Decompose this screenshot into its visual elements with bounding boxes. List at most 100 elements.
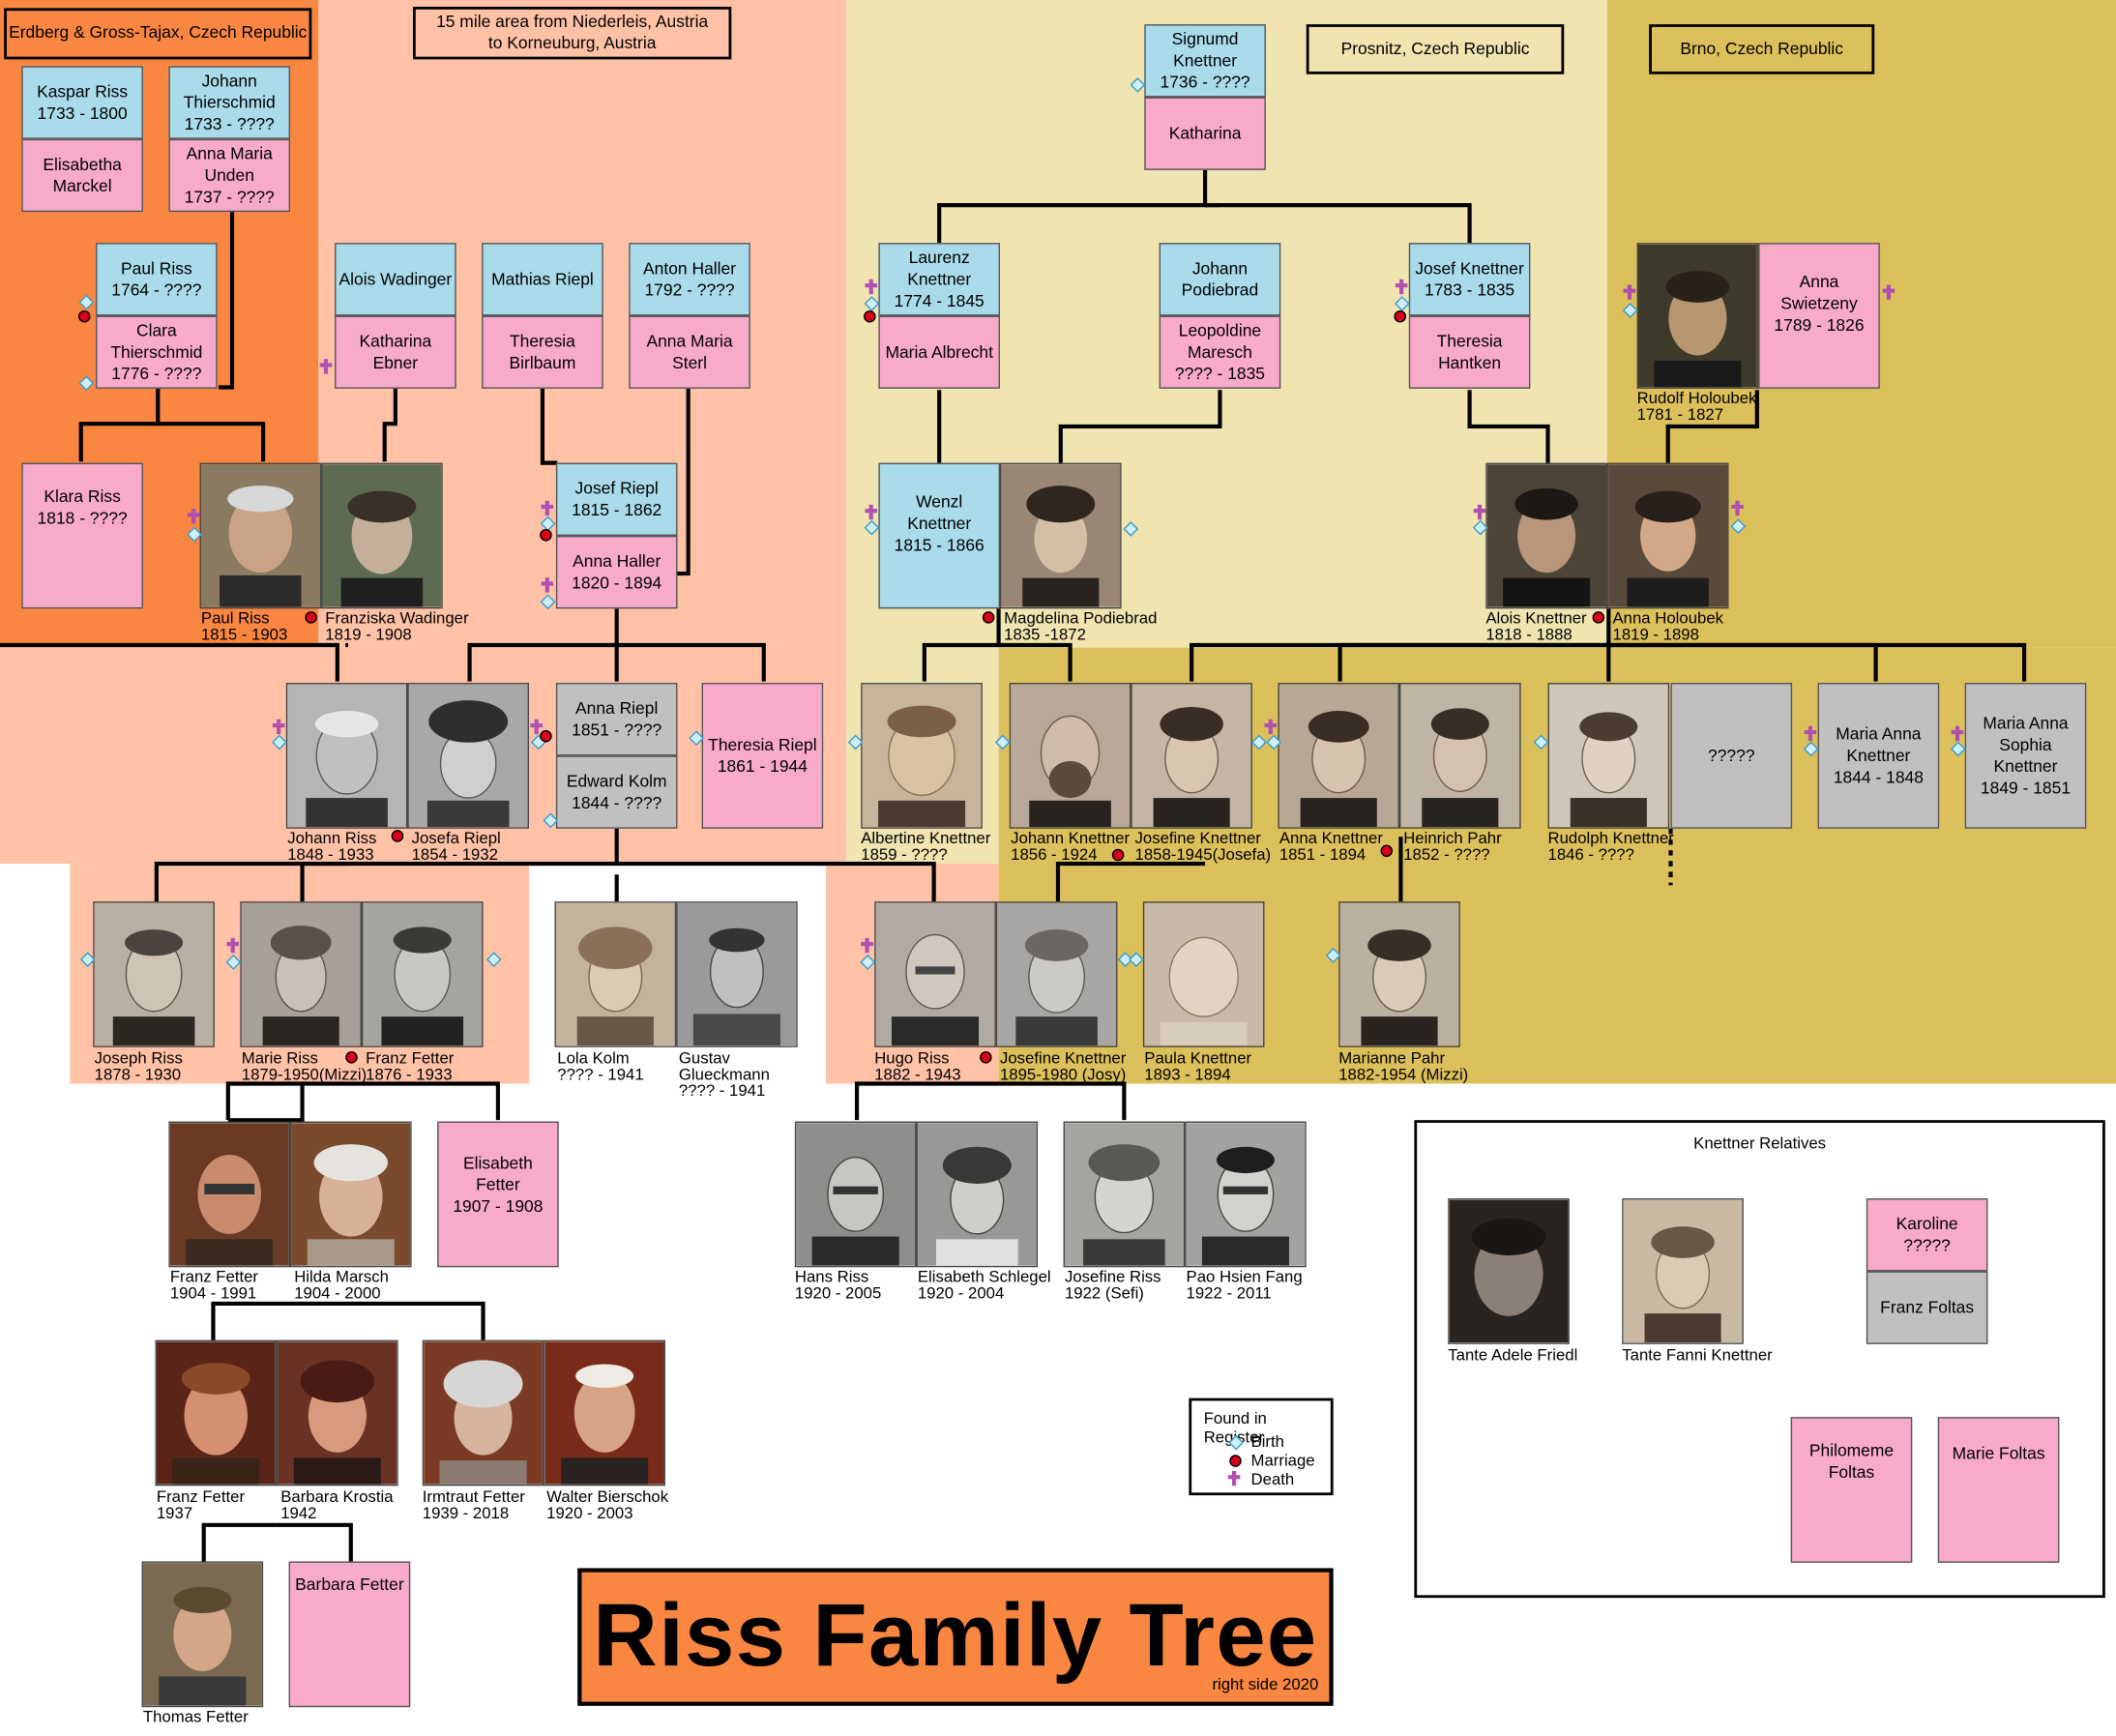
person-anna-riepl[interactable]: Anna Riepl 1851 - ???? bbox=[555, 683, 678, 756]
person-katharina-ebner[interactable]: Katharina Ebner bbox=[335, 315, 456, 389]
photo-johann-knettner[interactable] bbox=[1009, 683, 1131, 829]
caption-paul-riss-1815: Paul Riss 1815 - 1903 bbox=[200, 608, 288, 644]
photo-hugo-riss[interactable] bbox=[874, 901, 996, 1047]
death-marker bbox=[1623, 284, 1636, 300]
photo-hilda-marsch[interactable] bbox=[290, 1121, 412, 1268]
photo-anna-knettner[interactable] bbox=[1278, 683, 1400, 829]
photo-franz-fetter-1876[interactable] bbox=[361, 901, 484, 1047]
photo-johann-riss[interactable] bbox=[285, 683, 408, 829]
person-clara-thierschmid[interactable]: Clara Thierschmid 1776 - ???? bbox=[96, 315, 218, 389]
person-johann-thierschmid[interactable]: Johann Thierschmid 1733 - ???? bbox=[168, 66, 291, 139]
photo-albertine-knettner[interactable] bbox=[861, 683, 983, 829]
photo-marianne-pahr[interactable] bbox=[1338, 901, 1460, 1047]
person-karoline[interactable]: Karoline ????? bbox=[1866, 1198, 1988, 1272]
caption-joseph-riss: Joseph Riss 1878 - 1930 bbox=[94, 1048, 183, 1084]
person-franz-foltas[interactable]: Franz Foltas bbox=[1866, 1271, 1988, 1344]
photo-walter-bierschok[interactable] bbox=[544, 1339, 665, 1486]
photo-tante-fanni-knettner[interactable] bbox=[1622, 1198, 1744, 1344]
photo-paula-knettner[interactable] bbox=[1142, 901, 1265, 1047]
marriage-marker bbox=[345, 1051, 358, 1064]
person-maria-anna-knettner[interactable]: Maria Anna Knettner 1844 - 1848 bbox=[1817, 683, 1940, 829]
caption-marie-riss: Marie Riss 1879-1950(Mizzi) bbox=[241, 1048, 367, 1084]
person-edward-kolm[interactable]: Edward Kolm 1844 - ???? bbox=[555, 755, 678, 829]
caption-josefine-riss: Josefine Riss 1922 (Sefi) bbox=[1064, 1267, 1161, 1303]
photo-hans-riss[interactable] bbox=[794, 1121, 917, 1268]
legend-death-icon bbox=[1227, 1470, 1241, 1486]
person-anton-haller[interactable]: Anton Haller 1792 - ???? bbox=[629, 243, 750, 316]
person-mathias-riepl[interactable]: Mathias Riepl bbox=[482, 243, 603, 316]
person-josef-knettner[interactable]: Josef Knettner 1783 - 1835 bbox=[1408, 243, 1531, 316]
photo-gustav-glueckmann[interactable] bbox=[676, 901, 798, 1047]
person-paul-riss-1764[interactable]: Paul Riss 1764 - ???? bbox=[96, 243, 218, 316]
photo-lola-kolm[interactable] bbox=[554, 901, 677, 1047]
person-marie-foltas[interactable]: Marie Foltas bbox=[1937, 1417, 2060, 1563]
person-laurenz-knettner[interactable]: Laurenz Knettner 1774 - 1845 bbox=[878, 243, 1000, 316]
photo-joseph-riss[interactable] bbox=[93, 901, 215, 1047]
person-kaspar-riss[interactable]: Kaspar Riss 1733 - 1800 bbox=[21, 66, 143, 139]
caption-josefa-riepl: Josefa Riepl 1854 - 1932 bbox=[411, 828, 501, 865]
marriage-marker bbox=[1394, 309, 1407, 323]
caption-walter-bierschok: Walter Bierschok 1920 - 2003 bbox=[546, 1486, 669, 1523]
photo-pao-hsien-fang[interactable] bbox=[1185, 1121, 1307, 1268]
photo-paul-riss-1815[interactable] bbox=[199, 462, 322, 609]
photo-rudolf-holoubek[interactable] bbox=[1636, 243, 1759, 389]
photo-franziska-wadinger[interactable] bbox=[321, 462, 443, 609]
person-maria-anna-sophia-knettner[interactable]: Maria Anna Sophia Knettner 1849 - 1851 bbox=[1964, 683, 2087, 829]
photo-anna-holoubek[interactable] bbox=[1606, 462, 1729, 609]
photo-irmtraut-fetter[interactable] bbox=[422, 1339, 544, 1486]
person-barbara-fetter[interactable]: Barbara Fetter bbox=[288, 1561, 411, 1708]
photo-josefine-knettner-1895[interactable] bbox=[995, 901, 1118, 1047]
marriage-marker bbox=[1111, 848, 1125, 862]
person-maria-albrecht[interactable]: Maria Albrecht bbox=[878, 315, 1000, 389]
caption-franz-fetter-1937: Franz Fetter 1937 bbox=[156, 1486, 246, 1523]
person-wenzl-knettner[interactable]: Wenzl Knettner 1815 - 1866 bbox=[878, 462, 1000, 609]
photo-josefine-knettner-1858[interactable] bbox=[1131, 683, 1252, 829]
person-elisabeth-fetter[interactable]: Elisabeth Fetter 1907 - 1908 bbox=[437, 1121, 559, 1268]
person-leopoldine-maresch[interactable]: Leopoldine Maresch ???? - 1835 bbox=[1159, 315, 1281, 389]
person-theresia-birlbaum[interactable]: Theresia Birlbaum bbox=[482, 315, 603, 389]
photo-josefa-riepl[interactable] bbox=[407, 683, 529, 829]
caption-josefine-knettner-1858: Josefine Knettner 1858-1945(Josefa) bbox=[1134, 828, 1272, 865]
photo-elisabeth-schlegel[interactable] bbox=[916, 1121, 1039, 1268]
person-josef-riepl[interactable]: Josef Riepl 1815 - 1862 bbox=[555, 462, 678, 536]
person-unknown-spouse[interactable]: ????? bbox=[1670, 683, 1793, 829]
photo-heinrich-pahr[interactable] bbox=[1399, 683, 1521, 829]
caption-thomas-fetter: Thomas Fetter bbox=[142, 1707, 249, 1726]
photo-josefine-riss[interactable] bbox=[1063, 1121, 1186, 1268]
person-anna-haller[interactable]: Anna Haller 1820 - 1894 bbox=[555, 535, 678, 609]
caption-johann-knettner: Johann Knettner 1856 - 1924 bbox=[1011, 828, 1131, 865]
photo-marie-riss[interactable] bbox=[240, 901, 362, 1047]
person-anna-maria-sterl[interactable]: Anna Maria Sterl bbox=[629, 315, 750, 389]
person-alois-wadinger[interactable]: Alois Wadinger bbox=[335, 243, 456, 316]
photo-tante-adele-friedl[interactable] bbox=[1448, 1198, 1570, 1344]
legend-marriage-icon bbox=[1229, 1455, 1242, 1467]
caption-hans-riss: Hans Riss 1920 - 2005 bbox=[794, 1267, 882, 1303]
photo-alois-knettner[interactable] bbox=[1485, 462, 1607, 609]
photo-magdelina-podiebrad[interactable] bbox=[999, 462, 1122, 609]
person-katharina[interactable]: Katharina bbox=[1144, 97, 1266, 170]
photo-franz-fetter-1937[interactable] bbox=[155, 1339, 278, 1486]
person-anna-maria-unden[interactable]: Anna Maria Unden 1737 - ???? bbox=[168, 138, 291, 213]
photo-rudolph-knettner[interactable] bbox=[1547, 683, 1670, 829]
photo-thomas-fetter[interactable] bbox=[141, 1561, 264, 1708]
person-philomeme-foltas[interactable]: Philomeme Foltas bbox=[1790, 1417, 1913, 1563]
caption-magdelina-podiebrad: Magdelina Podiebrad 1835 -1872 bbox=[1004, 608, 1158, 644]
person-theresia-hantken[interactable]: Theresia Hantken bbox=[1408, 315, 1531, 389]
death-marker bbox=[1882, 284, 1896, 300]
death-marker bbox=[319, 359, 333, 374]
person-johann-podiebrad[interactable]: Johann Podiebrad bbox=[1159, 243, 1281, 316]
person-klara-riss[interactable]: Klara Riss 1818 - ???? bbox=[21, 462, 143, 609]
photo-franz-fetter-1904[interactable] bbox=[168, 1121, 291, 1268]
caption-rudolf-holoubek: Rudolf Holoubek 1781 - 1827 bbox=[1636, 388, 1757, 425]
title-banner: Riss Family Tree right side 2020 bbox=[577, 1568, 1334, 1706]
person-theresia-riepl[interactable]: Theresia Riepl 1861 - 1944 bbox=[701, 683, 824, 829]
person-elisabetha-marckel[interactable]: Elisabetha Marckel bbox=[21, 138, 143, 213]
caption-elisabeth-schlegel: Elisabeth Schlegel 1920 - 2004 bbox=[917, 1267, 1051, 1303]
caption-hugo-riss: Hugo Riss 1882 - 1943 bbox=[874, 1048, 961, 1084]
marriage-marker bbox=[980, 1051, 992, 1064]
person-signumd-knettner[interactable]: Signumd Knettner 1736 - ???? bbox=[1144, 24, 1266, 98]
marriage-marker bbox=[864, 309, 876, 323]
photo-barbara-krostia[interactable] bbox=[277, 1339, 398, 1486]
caption-marianne-pahr: Marianne Pahr 1882-1954 (Mizzi) bbox=[1338, 1048, 1469, 1084]
person-anna-swietzeny[interactable]: Anna Swietzeny 1789 - 1826 bbox=[1758, 243, 1880, 389]
